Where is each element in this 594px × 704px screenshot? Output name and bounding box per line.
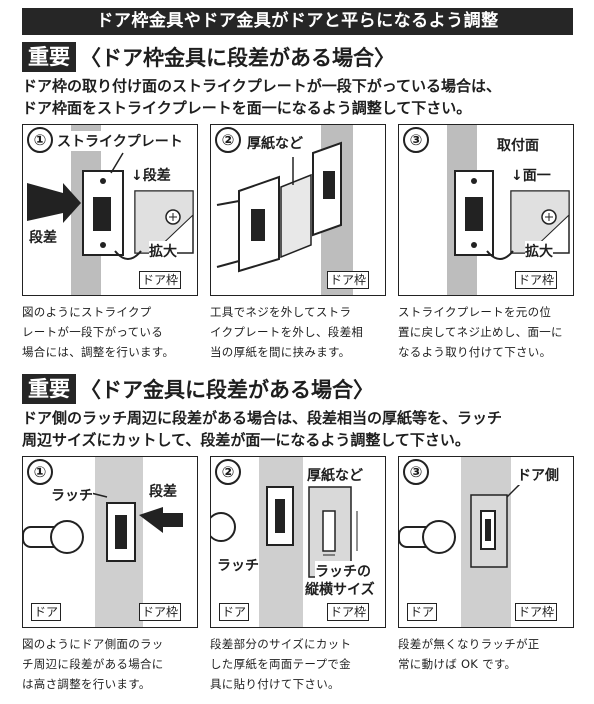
caption-line: した厚紙を両面テープで金 — [210, 657, 351, 671]
figure-panel-2-3: ③ ドア側 ドア ドア枠 — [398, 456, 574, 628]
intro-line: 周辺サイズにカットして、段差が面一になるよう調整して下さい。 — [22, 431, 470, 449]
section2-intro: ドア側のラッチ周辺に段差がある場合は、段差相当の厚紙等を、ラッチ 周辺サイズにカ… — [22, 407, 582, 451]
door-side-label: ドア側 — [517, 465, 559, 485]
important-badge: 重要 — [22, 374, 76, 404]
strike-plate-illustration — [27, 125, 197, 295]
section1-heading: 〈ドア枠金具に段差がある場合〉 — [80, 46, 395, 70]
shim-label: 厚紙など — [247, 133, 303, 153]
shim-label: 厚紙など — [307, 465, 363, 485]
step-number: ③ — [403, 127, 429, 153]
caption-2-2: 段差部分のサイズにカット した厚紙を両面テープで金 具に貼り付けて下さい。 — [210, 634, 388, 694]
door-frame-tag: ドア枠 — [139, 603, 182, 621]
door-frame-tag: ドア枠 — [515, 603, 558, 621]
caption-line: 図のようにストライクプ — [22, 305, 152, 319]
zoom-label: 拡大 — [525, 241, 553, 261]
latch-label: ラッチ — [217, 555, 259, 575]
door-frame-tag: ドア枠 — [139, 271, 182, 289]
figure-panel-2-1: ① ラッチ 段差 ドア ドア枠 — [22, 456, 198, 628]
strike-plate-label: ストライクプレート — [57, 131, 183, 151]
caption-line: レートが一段下がっている — [22, 325, 164, 339]
latch-size-label: ラッチの — [315, 561, 371, 581]
caption-line: 置に戻してネジ止めし、面一に — [398, 325, 563, 339]
caption-line: 具に貼り付けて下さい。 — [210, 677, 340, 691]
caption-line: は高さ調整を行います。 — [22, 677, 151, 691]
zoom-label: 拡大 — [149, 241, 177, 261]
important-badge: 重要 — [22, 42, 76, 72]
step-number: ① — [27, 459, 53, 485]
caption-line: 工具でネジを外してストラ — [210, 305, 352, 319]
caption-1-3: ストライクプレートを元の位 置に戻してネジ止めし、面一に なるよう取り付けて下さ… — [398, 302, 576, 362]
step-number: ① — [27, 127, 53, 153]
caption-2-3: 段差が無くなりラッチが正 常に動けば OK です。 — [398, 634, 576, 674]
figure-panel-1-1: ① ストライクプレート ↓段差 段差 拡大 ドア枠 — [22, 124, 198, 296]
caption-line: 段差部分のサイズにカット — [210, 637, 352, 651]
step-label: 段差 — [29, 227, 57, 247]
section2-header: 重要 〈ドア金具に段差がある場合〉 — [22, 374, 374, 404]
latch-size-label: 縦横サイズ — [305, 579, 375, 599]
step-number: ② — [215, 459, 241, 485]
step-label: 段差 — [149, 481, 177, 501]
caption-line: 当の厚紙を間に挟みます。 — [210, 345, 351, 359]
figure-panel-1-2: ② 厚紙など ドア枠 — [210, 124, 386, 296]
door-tag: ドア — [219, 603, 250, 621]
caption-line: 図のようにドア側面のラッ — [22, 637, 164, 651]
caption-1-1: 図のようにストライクプ レートが一段下がっている 場合には、調整を行います。 — [22, 302, 200, 362]
section1-header: 重要 〈ドア枠金具に段差がある場合〉 — [22, 42, 395, 72]
latch-label: ラッチ — [51, 485, 93, 505]
figure-panel-2-2: ② 厚紙など ラッチ ラッチの 縦横サイズ ドア ドア枠 — [210, 456, 386, 628]
step-number: ② — [215, 127, 241, 153]
step-label: ↓段差 — [131, 165, 171, 185]
caption-line: 段差が無くなりラッチが正 — [398, 637, 540, 651]
caption-line: 常に動けば OK です。 — [398, 657, 517, 671]
section2-heading: 〈ドア金具に段差がある場合〉 — [80, 378, 374, 402]
shim-insert-illustration — [216, 125, 353, 295]
caption-line: 場合には、調整を行います。 — [22, 345, 175, 359]
intro-line: ドア枠の取り付け面のストライクプレートが一段下がっている場合は、 — [22, 77, 501, 95]
caption-2-1: 図のようにドア側面のラッ チ周辺に段差がある場合に は高さ調整を行います。 — [22, 634, 200, 694]
caption-line: ストライクプレートを元の位 — [398, 305, 552, 319]
mount-surface-label: 取付面 — [497, 135, 539, 155]
intro-line: ドア枠面をストライクプレートを面一になるよう調整して下さい。 — [22, 99, 472, 117]
latch-flush-illustration — [399, 457, 526, 627]
section1-intro: ドア枠の取り付け面のストライクプレートが一段下がっている場合は、 ドア枠面をスト… — [22, 75, 582, 119]
caption-1-2: 工具でネジを外してストラ イクプレートを外し、段差相 当の厚紙を間に挟みます。 — [210, 302, 388, 362]
caption-line: なるよう取り付けて下さい。 — [398, 345, 552, 359]
caption-line: チ周辺に段差がある場合に — [22, 657, 164, 671]
intro-line: ドア側のラッチ周辺に段差がある場合は、段差相当の厚紙等を、ラッチ — [22, 409, 503, 427]
page-title: ドア枠金具やドア金具がドアと平らになるよう調整 — [22, 8, 573, 35]
door-tag: ドア — [31, 603, 62, 621]
caption-line: イクプレートを外し、段差相 — [210, 325, 364, 339]
flush-label: ↓面一 — [511, 165, 551, 185]
figure-panel-1-3: ③ 取付面 ↓面一 拡大 ドア枠 — [398, 124, 574, 296]
door-frame-tag: ドア枠 — [515, 271, 558, 289]
door-tag: ドア — [407, 603, 438, 621]
step-number: ③ — [403, 459, 429, 485]
flush-plate-illustration — [447, 125, 570, 295]
door-frame-tag: ドア枠 — [327, 271, 370, 289]
door-frame-tag: ドア枠 — [327, 603, 370, 621]
